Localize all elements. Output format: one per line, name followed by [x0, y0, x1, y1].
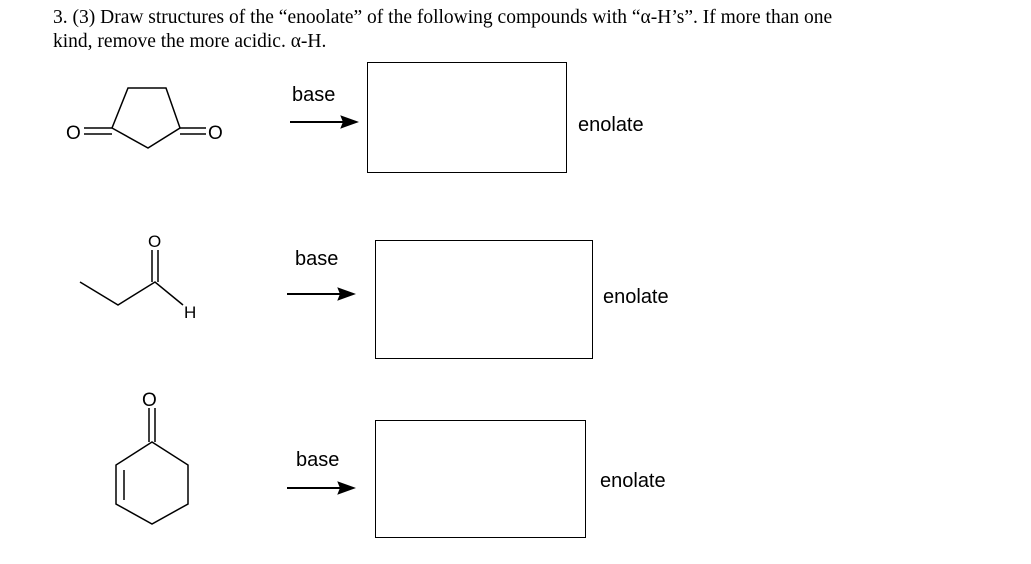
arrow-2-head: [337, 287, 356, 301]
molecule-cyclopentanedione: [84, 87, 206, 149]
cyclopentane-ring: [111, 87, 181, 149]
reagent-label-3: base: [296, 449, 340, 471]
product-label-1: enolate: [578, 114, 644, 136]
answer-box-2[interactable]: [375, 240, 593, 359]
molecule-propanal: [79, 250, 184, 306]
hydrogen-label-aldehyde: H: [184, 303, 196, 322]
arrow-1-head: [340, 115, 359, 129]
question-line-2: kind, remove the more acidic. α-H.: [53, 31, 327, 52]
oxygen-label-ketone: O: [142, 390, 157, 411]
arrow-3-head: [337, 481, 356, 495]
oxygen-label-right: O: [208, 123, 223, 144]
answer-box-1[interactable]: [367, 62, 567, 173]
question-line-1: 3. (3) Draw structures of the “enoolate”…: [53, 7, 833, 28]
cyclohexene-ring: [115, 441, 189, 525]
question-text: 3. (3) Draw structures of the “enoolate”…: [53, 6, 1028, 54]
product-label-2: enolate: [603, 286, 669, 308]
reaction-arrows: [287, 115, 359, 495]
molecule-cyclohexenone: [115, 408, 189, 525]
oxygen-label-aldehyde: O: [148, 232, 161, 251]
reagent-label-1: base: [292, 84, 336, 106]
answer-box-3[interactable]: [375, 420, 586, 538]
reagent-label-2: base: [295, 248, 339, 270]
product-label-3: enolate: [600, 470, 666, 492]
carbon-chain: [79, 281, 184, 306]
oxygen-label-left: O: [66, 123, 81, 144]
